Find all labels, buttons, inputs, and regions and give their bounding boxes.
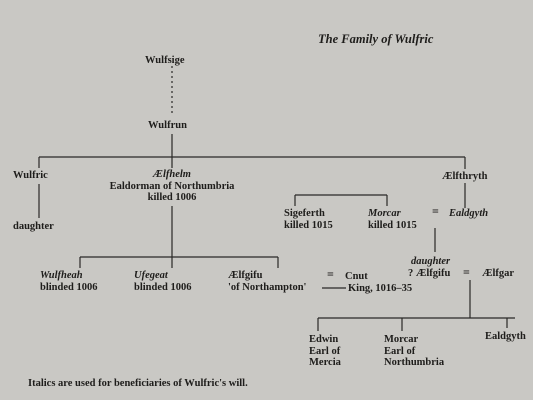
diagram-title: The Family of Wulfric	[318, 32, 434, 46]
morcar2-title-1: Earl of	[384, 345, 416, 357]
person-wulfsige: Wulfsige	[145, 55, 185, 66]
person-wulfric: Wulfric	[13, 170, 48, 181]
morcar2-name: Morcar	[384, 334, 419, 345]
person-morcar: Morcar killed 1015	[368, 208, 417, 231]
person-aelfgifu: Ælfgifu 'of Northampton'	[228, 270, 306, 293]
marriage-aelfgifu-cnut: =	[327, 267, 334, 281]
daughter-label: daughter	[411, 256, 451, 267]
morcar-fate: killed 1015	[368, 219, 417, 231]
aelfgifu-name: Ælfgifu	[228, 270, 263, 281]
edwin-title-1: Earl of	[309, 345, 341, 357]
morcar-name: Morcar	[368, 208, 401, 219]
edwin-title-2: Mercia	[309, 357, 341, 368]
person-ealdgyth: Ealdgyth	[449, 208, 489, 219]
marriage-morcar-ealdgyth: =	[432, 204, 439, 218]
cnut-desc: King, 1016–35	[348, 283, 413, 294]
wulfheah-name: Wulfheah	[40, 270, 83, 281]
person-ealdgyth-2: Ealdgyth	[485, 331, 526, 342]
morcar2-title-2: Northumbria	[384, 357, 445, 368]
person-aelfthryth: Ælfthryth	[442, 171, 488, 182]
person-ufegeat: Ufegeat blinded 1006	[134, 270, 191, 293]
aelfhelm-title: Ealdorman of Northumbria	[109, 180, 235, 192]
aelfgifu-desc: 'of Northampton'	[228, 281, 307, 293]
person-aelfhelm: Ælfhelm Ealdorman of Northumbria killed …	[92, 169, 252, 204]
person-wulfheah: Wulfheah blinded 1006	[40, 270, 97, 293]
person-edwin: Edwin Earl of Mercia	[309, 334, 341, 369]
marriage-aelfgifu-aelfgar: =	[463, 265, 470, 279]
ufegeat-fate: blinded 1006	[134, 281, 192, 293]
person-sigeferth: Sigeferth killed 1015	[284, 208, 333, 231]
edwin-name: Edwin	[309, 334, 339, 345]
person-morcar-earl: Morcar Earl of Northumbria	[384, 334, 444, 369]
ufegeat-name: Ufegeat	[134, 270, 168, 281]
cnut-name: Cnut	[345, 271, 368, 282]
person-wulfrun: Wulfrun	[148, 120, 187, 131]
sigeferth-name: Sigeferth	[284, 208, 325, 219]
wulfheah-fate: blinded 1006	[40, 281, 98, 293]
daughter-name: ? Ælfgifu	[408, 268, 451, 279]
person-daughter-of-wulfric: daughter	[13, 221, 54, 232]
person-aelfgar: Ælfgar	[482, 268, 515, 279]
aelfhelm-name: Ælfhelm	[153, 169, 191, 180]
aelfhelm-fate: killed 1006	[147, 192, 197, 203]
sigeferth-fate: killed 1015	[284, 219, 333, 231]
footnote: Italics are used for beneficiaries of Wu…	[28, 378, 248, 389]
